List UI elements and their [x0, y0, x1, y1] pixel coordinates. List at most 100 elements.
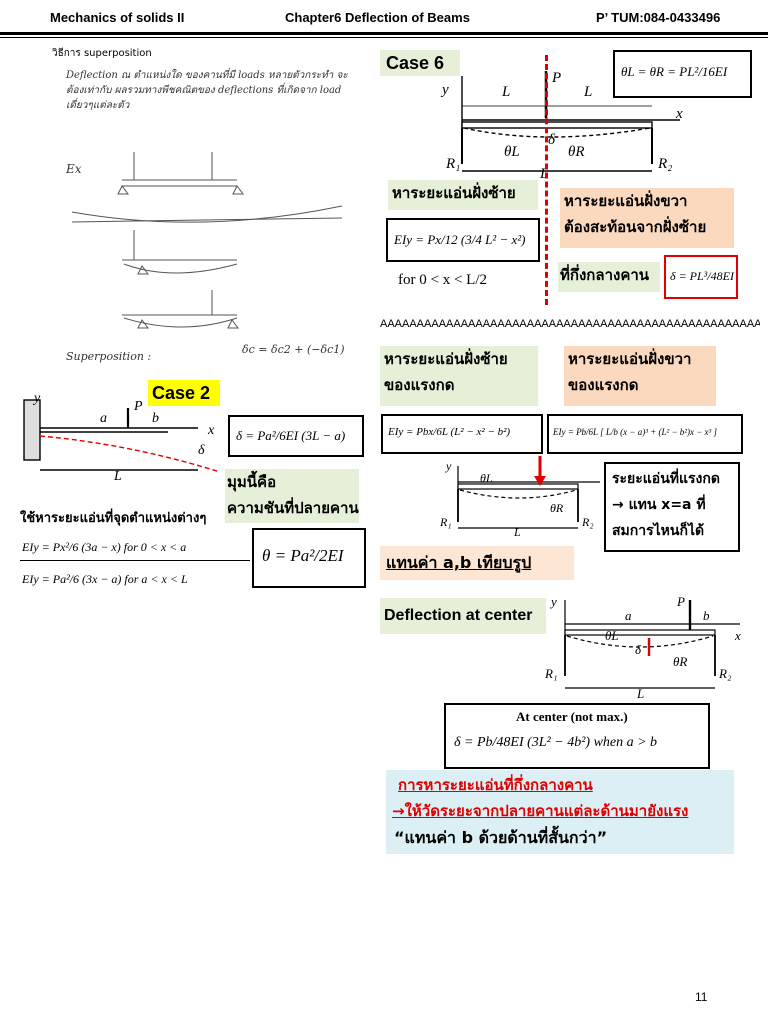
- sketch-quote: Deflection ณ ตำแหน่งใด ของคานที่มี loads…: [66, 70, 348, 111]
- case7-right-eq-box: EIy = Pb/6L [ L/b (x − a)³ + (L² − b²)x …: [547, 414, 743, 454]
- svg-text:a: a: [625, 608, 632, 623]
- case7-center-diagram: y P a b x θL θR δ R₁ R₂ L: [545, 594, 741, 701]
- svg-text:θR: θR: [673, 654, 687, 669]
- header-rule-thin: [0, 37, 768, 38]
- case2-angle-label-1: มุมนี้คือ: [227, 473, 277, 491]
- case7-center-eq: δ = Pb/48EI (3L² − 4b²) when a > b: [454, 735, 658, 750]
- svg-text:P: P: [676, 594, 685, 609]
- case6-eiy-box: EIy = Px/12 (3/4 L² − x²): [386, 218, 540, 262]
- case7-blue-3: “แทนค่า b ด้วยด้านที่สั้นกว่า”: [394, 828, 608, 847]
- case7-blue-2: →ให้วัดระยะจากปลายคานแต่ละด้านมายังแรง: [392, 802, 689, 820]
- svg-text:L: L: [501, 84, 510, 100]
- header-center: Chapter6 Deflection of Beams: [285, 10, 470, 25]
- handwritten-sketch: Deflection ณ ตำแหน่งใด ของคานที่มี loads…: [52, 60, 362, 372]
- svg-text:θL: θL: [480, 471, 493, 485]
- case7-right-label-2: ของแรงกด: [568, 376, 639, 394]
- svg-text:δ: δ: [198, 443, 205, 458]
- case7-left-eq: EIy = Pbx/6L (L² − x² − b²): [388, 426, 511, 438]
- case2-delta-eq: δ = Pa²/6EI (3L − a): [236, 428, 346, 443]
- svg-text:δ: δ: [548, 132, 556, 148]
- case7-right-eq: EIy = Pb/6L [ L/b (x − a)³ + (L² − b²)x …: [553, 427, 717, 437]
- sketch-superposition: Superposition :: [66, 350, 152, 363]
- svg-text:b: b: [703, 608, 710, 623]
- case6-right-box: หาระยะแอ่นฝั่งขวา ต้องสะท้อนจากฝั่งซ้าย: [560, 188, 734, 248]
- case6-left-label: หาระยะแอ่นฝั่งซ้าย: [388, 180, 538, 210]
- svg-text:x: x: [207, 423, 215, 438]
- case7-center-box: At center (not max.) δ = Pb/48EI (3L² − …: [444, 703, 710, 769]
- case2-delta-box: δ = Pa²/6EI (3L − a): [228, 415, 364, 457]
- case7-diagram: y θL θR R₁ R₂ L: [440, 456, 600, 538]
- case6-eiy-eq: EIy = Px/12 (3/4 L² − x²): [394, 232, 526, 247]
- svg-text:P: P: [133, 399, 143, 414]
- case2-eq-rule: [20, 560, 250, 561]
- svg-text:R₁: R₁: [440, 515, 452, 529]
- case2-theta-box: θ = Pa²/2EI: [252, 528, 366, 588]
- svg-text:x: x: [734, 628, 741, 643]
- svg-text:R₁: R₁: [545, 666, 557, 681]
- case2-title: Case 2: [148, 380, 220, 406]
- sketch-ex: Ex: [66, 162, 82, 176]
- svg-text:L: L: [513, 525, 521, 538]
- case7-left-label-2: ของแรงกด: [384, 376, 455, 394]
- svg-text:b: b: [152, 411, 159, 426]
- svg-text:R₂: R₂: [718, 666, 732, 681]
- header-left: Mechanics of solids II: [50, 10, 185, 25]
- svg-text:θL: θL: [605, 628, 619, 643]
- case2-diagram: y P a b x δ L: [23, 392, 221, 484]
- case2-angle-label-2: ความชันที่ปลายคาน: [227, 499, 359, 517]
- case6-title: Case 6: [380, 50, 460, 76]
- svg-text:R₂: R₂: [657, 156, 672, 172]
- svg-text:x: x: [675, 106, 683, 122]
- svg-text:y: y: [440, 82, 449, 98]
- case6-delta-box: δ = PL³/48EI: [664, 255, 738, 299]
- case6-centerline: [545, 55, 551, 305]
- svg-text:a: a: [100, 411, 107, 426]
- svg-text:R₁: R₁: [445, 156, 460, 172]
- case7-right-box: หาระยะแอ่นฝั่งขวา ของแรงกด: [564, 346, 716, 406]
- svg-text:L: L: [636, 686, 644, 701]
- case2-eq1: EIy = Px²/6 (3a − x) for 0 < x < a: [22, 540, 187, 554]
- case6-for-range: for 0 < x < L/2: [398, 272, 487, 288]
- case2-angle-box: มุมนี้คือ ความชันที่ปลายคาน: [225, 469, 359, 523]
- svg-text:y: y: [549, 594, 557, 609]
- case7-right-label-1: หาระยะแอ่นฝั่งขวา: [568, 350, 692, 368]
- case7-force-label-2: → แทน x=a ที่: [612, 497, 706, 513]
- case7-left-eq-box: EIy = Pbx/6L (L² − x² − b²): [381, 414, 543, 454]
- case6-right-label-1: หาระยะแอ่นฝั่งขวา: [564, 192, 688, 210]
- method-label: วิธีการ superposition: [52, 48, 152, 59]
- svg-text:θR: θR: [568, 144, 585, 160]
- case2-eq2: EIy = Pa²/6 (3x − a) for a < x < L: [22, 572, 188, 586]
- case7-left-box: หาระยะแอ่นฝั่งซ้าย ของแรงกด: [380, 346, 538, 406]
- case7-center-note: At center (not max.): [516, 709, 628, 724]
- separator-text: AAAAAAAAAAAAAAAAAAAAAAAAAAAAAAAAAAAAAAAA…: [380, 318, 760, 330]
- svg-text:y: y: [32, 392, 41, 406]
- case7-force-box: ระยะแอ่นที่แรงกด → แทน x=a ที่ สมการไหนก…: [604, 462, 740, 552]
- case7-force-label-3: สมการไหนก็ได้: [612, 523, 705, 539]
- case6-delta-eq: δ = PL³/48EI: [670, 269, 734, 283]
- case2-use-label: ใช้หาระยะแอ่นที่จุดตำแหน่งต่างๆ: [20, 511, 207, 526]
- case6-right-label-2: ต้องสะท้อนจากฝั่งซ้าย: [564, 218, 707, 236]
- case2-theta-eq: θ = Pa²/2EI: [262, 546, 344, 565]
- case7-compare-label: แทนค่า a,b เทียบรูป: [380, 546, 574, 580]
- case7-center-title: Deflection at center: [380, 598, 546, 634]
- sketch-equation: δc = δc2 + (−δc1): [242, 343, 345, 356]
- svg-text:L: L: [583, 84, 592, 100]
- svg-text:P: P: [551, 70, 561, 86]
- header-right: P’ TUM:084-0433496: [596, 10, 721, 25]
- svg-text:R₂: R₂: [581, 515, 594, 529]
- svg-text:y: y: [445, 459, 452, 473]
- svg-text:δ: δ: [635, 642, 642, 657]
- case7-blue-1: การหาระยะแอ่นที่กึ่งกลางคาน: [398, 776, 593, 794]
- svg-text:L: L: [539, 166, 548, 181]
- svg-text:θR: θR: [550, 501, 564, 515]
- header-rule: [0, 32, 768, 35]
- svg-text:θL: θL: [504, 144, 520, 160]
- case6-mid-label: ที่กึ่งกลางคาน: [558, 262, 660, 292]
- case7-blue-box: การหาระยะแอ่นที่กึ่งกลางคาน →ให้วัดระยะจ…: [386, 770, 734, 854]
- case7-force-label-1: ระยะแอ่นที่แรงกด: [612, 471, 720, 487]
- case6-theta-eq: θL = θR = PL²/16EI: [621, 64, 728, 79]
- sketch-drawing: [71, 152, 343, 329]
- svg-text:L: L: [113, 469, 122, 484]
- case7-left-label-1: หาระยะแอ่นฝั่งซ้าย: [384, 350, 508, 368]
- page-number: 11: [695, 990, 708, 1004]
